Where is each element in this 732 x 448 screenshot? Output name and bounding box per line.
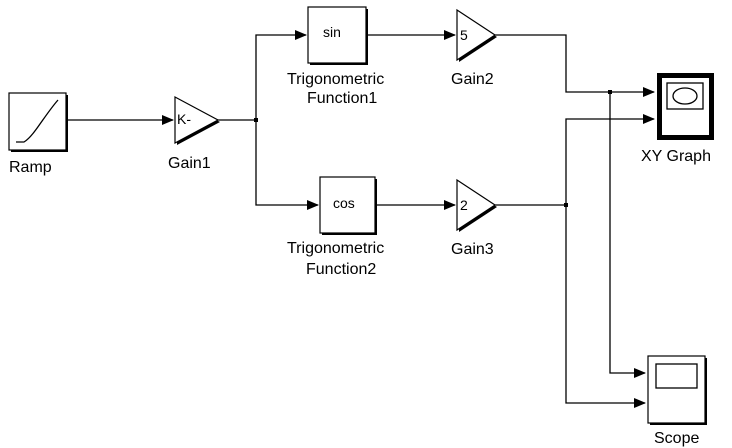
ramp-label: Ramp xyxy=(9,159,52,176)
gain2-value: 5 xyxy=(460,27,468,43)
wire-branch-to-cos[interactable] xyxy=(255,120,319,210)
wire-gain2-to-scope[interactable] xyxy=(609,92,646,378)
xy-graph-circle-icon xyxy=(672,87,698,105)
trig-function2-block[interactable]: cos Trigonometric Function2 xyxy=(287,176,384,278)
gain2-label: Gain2 xyxy=(451,71,494,88)
branch-point-gain3 xyxy=(564,203,568,207)
trig1-func: sin xyxy=(323,24,341,40)
branch-point-gain1 xyxy=(254,118,258,122)
branch-point-gain2 xyxy=(608,90,612,94)
ramp-block[interactable]: Ramp xyxy=(8,92,68,176)
gain2-block[interactable]: 5 Gain2 xyxy=(451,8,497,88)
wire-branch-to-sin[interactable] xyxy=(255,30,307,120)
scope-block[interactable]: Scope xyxy=(647,355,707,447)
trig-function1-block[interactable]: sin Trigonometric Function1 xyxy=(287,6,384,107)
trig2-func: cos xyxy=(333,195,355,211)
xy-graph-block[interactable]: XY Graph xyxy=(641,73,714,165)
wire-gain2-to-xygraph[interactable] xyxy=(495,34,655,97)
gain3-block[interactable]: 2 Gain3 xyxy=(451,178,497,258)
gain1-block[interactable]: K- Gain1 xyxy=(168,95,220,172)
gain1-label: Gain1 xyxy=(168,155,211,172)
trig2-label-line1: Trigonometric xyxy=(287,240,384,257)
gain1-value: K- xyxy=(177,111,191,127)
trig1-label-line2: Function1 xyxy=(307,90,377,107)
trig1-label-line1: Trigonometric xyxy=(287,71,384,88)
wires xyxy=(66,30,655,408)
ramp-icon xyxy=(16,99,59,143)
xy-graph-label: XY Graph xyxy=(641,148,711,165)
trig2-label-line2: Function2 xyxy=(306,261,376,278)
scope-screen-icon xyxy=(655,363,698,389)
wire-gain3-to-scope[interactable] xyxy=(565,205,646,408)
scope-label: Scope xyxy=(654,430,699,447)
gain3-value: 2 xyxy=(460,197,468,213)
gain3-label: Gain3 xyxy=(451,241,494,258)
wire-gain3-to-xygraph[interactable] xyxy=(565,114,655,205)
